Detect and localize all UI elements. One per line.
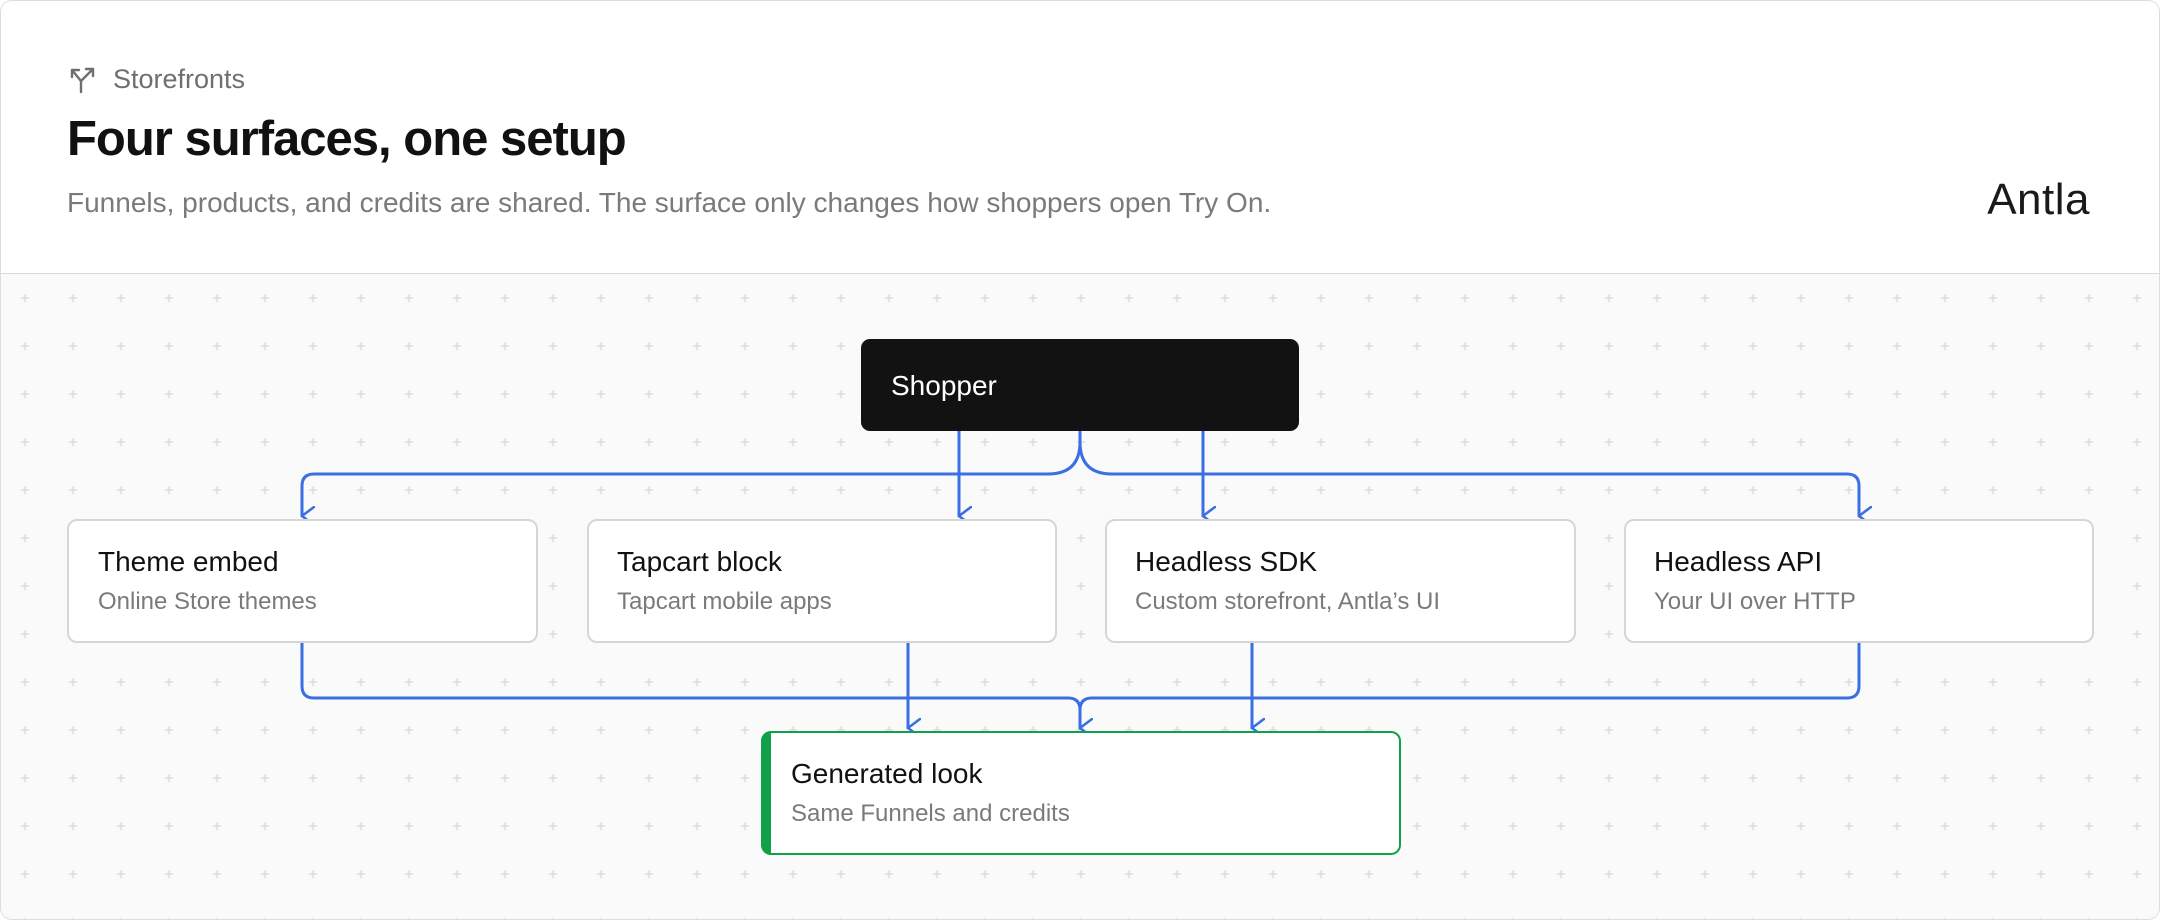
result-accent-bar (762, 738, 770, 848)
node-subtitle: Online Store themes (98, 588, 317, 615)
node-generated-look: Generated look Same Funnels and credits (761, 731, 1401, 855)
eyebrow: Storefronts (67, 59, 245, 99)
node-shopper-label: Shopper (891, 370, 997, 401)
page-title: Four surfaces, one setup (67, 112, 627, 166)
node-headless-sdk: Headless SDK Custom storefront, Antla’s … (1105, 519, 1576, 643)
node-headless-api: Headless API Your UI over HTTP (1624, 519, 2094, 643)
card-header: Storefronts Four surfaces, one setup Fun… (1, 1, 2159, 274)
connector-shopper-theme-embed (300, 429, 1082, 516)
node-subtitle: Your UI over HTTP (1654, 588, 1856, 615)
page-subtitle: Funnels, products, and credits are share… (67, 187, 1272, 218)
node-subtitle: Tapcart mobile apps (617, 588, 832, 615)
connector-headless-api-result (1078, 640, 1861, 730)
node-theme-embed: Theme embed Online Store themes (67, 519, 538, 643)
diagram-canvas: Shopper Theme embed Online Store themes … (1, 274, 2159, 919)
node-subtitle: Custom storefront, Antla’s UI (1135, 588, 1440, 615)
flow-diagram: Shopper Theme embed Online Store themes … (1, 274, 2159, 919)
node-subtitle: Same Funnels and credits (791, 800, 1070, 827)
node-shopper: Shopper (861, 339, 1299, 431)
brand-logo: Antla (1987, 175, 2090, 224)
node-title: Theme embed (98, 546, 279, 577)
node-title: Tapcart block (617, 546, 783, 577)
node-title: Headless API (1654, 546, 1822, 577)
split-arrows-icon (67, 63, 99, 95)
node-title: Generated look (791, 758, 983, 789)
node-title: Headless SDK (1135, 546, 1317, 577)
node-tapcart-block: Tapcart block Tapcart mobile apps (587, 519, 1057, 643)
connector-shopper-headless-api (1078, 440, 1859, 516)
eyebrow-label: Storefronts (113, 63, 246, 94)
